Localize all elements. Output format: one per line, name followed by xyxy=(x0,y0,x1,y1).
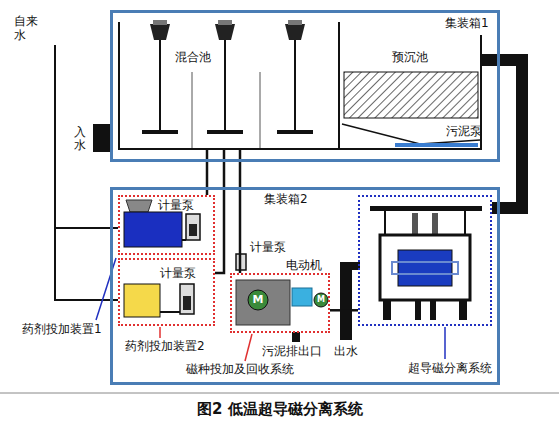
motor-symbol: M xyxy=(248,293,268,307)
drawing-part xyxy=(464,211,466,235)
leader-lines xyxy=(96,258,445,361)
drawing-part xyxy=(398,250,452,286)
drawing-part xyxy=(444,327,446,359)
drawing-part xyxy=(186,214,200,240)
node-heading: 磁种投加及回收系统 xyxy=(186,362,294,376)
drawing-part xyxy=(207,130,243,134)
drawing-part xyxy=(189,224,197,236)
drawing-part xyxy=(183,296,191,310)
drawing-part xyxy=(150,24,170,40)
drawing-part xyxy=(96,258,116,320)
node-heading: 药剂投加装置1 xyxy=(22,322,102,336)
pump-label: 计量泵 xyxy=(158,198,194,212)
water-line xyxy=(55,45,118,300)
motor-symbol: M xyxy=(314,295,328,305)
drawing-part xyxy=(245,334,252,361)
drawing-part xyxy=(277,130,313,134)
dosing-unit-2 xyxy=(124,284,194,317)
partition xyxy=(192,72,193,150)
superconducting-separator xyxy=(370,206,482,320)
sludge-pipe xyxy=(395,143,478,147)
drawing-part xyxy=(160,311,180,313)
drawing-part xyxy=(384,211,386,235)
figure-caption: 图2 低温超导磁分离系统 xyxy=(197,400,363,418)
motor-label: 电动机 xyxy=(286,258,322,272)
container-box: 集装箱1 混合池 预沉池 xyxy=(110,10,500,162)
separator-box: 超导磁分离系统 xyxy=(358,195,492,326)
drawing-part xyxy=(218,20,232,25)
node-heading: 药剂投加装置2 xyxy=(125,339,205,353)
drawing-part xyxy=(182,239,186,241)
pipe-connector xyxy=(239,150,242,273)
inlet-pipe xyxy=(93,124,110,152)
drawing-part xyxy=(285,24,305,40)
magnetic-seed-unit xyxy=(236,254,328,342)
drawing-part xyxy=(294,40,296,132)
drawing-part xyxy=(370,206,482,211)
pump-label: 污泥泵 xyxy=(446,124,482,138)
lamella-pack xyxy=(344,72,478,118)
drawing-part xyxy=(292,288,312,306)
node-heading: 预沉池 xyxy=(392,50,428,64)
source-label: 自来水 xyxy=(14,14,40,42)
mixer xyxy=(142,20,178,132)
drawing-part xyxy=(430,300,436,320)
drawing-part xyxy=(459,300,467,320)
mixer xyxy=(207,20,243,132)
node-heading: 集装箱1 xyxy=(445,16,489,30)
seed-recovery-box: 磁种投加及回收系统 xyxy=(230,273,330,333)
drawing-part xyxy=(159,40,161,132)
inlet-label: 入水 xyxy=(74,126,86,152)
mixers xyxy=(142,20,313,150)
drawing-part xyxy=(142,130,178,134)
drawing-part xyxy=(248,290,268,310)
drawing-part xyxy=(380,235,470,300)
outlet-pipe xyxy=(340,262,352,340)
drawing-part xyxy=(236,280,290,325)
partition xyxy=(260,72,261,150)
drawing-part xyxy=(392,262,458,274)
drawing-part xyxy=(432,213,438,235)
node-heading: 混合池 xyxy=(175,50,211,64)
pipe-connector xyxy=(330,309,358,312)
drawing-part xyxy=(126,200,152,212)
pump-label: 计量泵 xyxy=(160,266,196,280)
drawing-part xyxy=(415,300,421,320)
pipe-connector xyxy=(482,60,522,208)
drawing-part xyxy=(124,284,160,317)
drawing-part xyxy=(383,300,391,320)
caption-rule xyxy=(0,393,559,394)
drawing-part xyxy=(292,332,300,342)
drawing-part xyxy=(215,24,235,40)
drawing-part xyxy=(153,20,167,25)
tap-water-pipe xyxy=(55,45,118,300)
outlet-label: 污泥排出口 xyxy=(262,344,322,358)
drawing-part xyxy=(124,212,182,247)
drawing-part xyxy=(412,213,418,235)
drawing-part xyxy=(180,284,194,314)
drawing-part xyxy=(224,40,226,132)
mixing-tank: 混合池 xyxy=(118,22,340,150)
outlet-pipe xyxy=(340,262,360,270)
drawing-part xyxy=(288,20,302,25)
drawing-part xyxy=(314,293,328,307)
water-line xyxy=(55,227,118,229)
outlet-label: 出水 xyxy=(334,344,358,358)
node-heading: 超导磁分离系统 xyxy=(408,361,492,375)
mixer xyxy=(277,20,313,132)
drawing-part xyxy=(159,327,161,338)
node-heading: 集装箱2 xyxy=(264,192,308,206)
pipe-connector xyxy=(215,150,224,273)
pump-label: 计量泵 xyxy=(250,240,286,254)
